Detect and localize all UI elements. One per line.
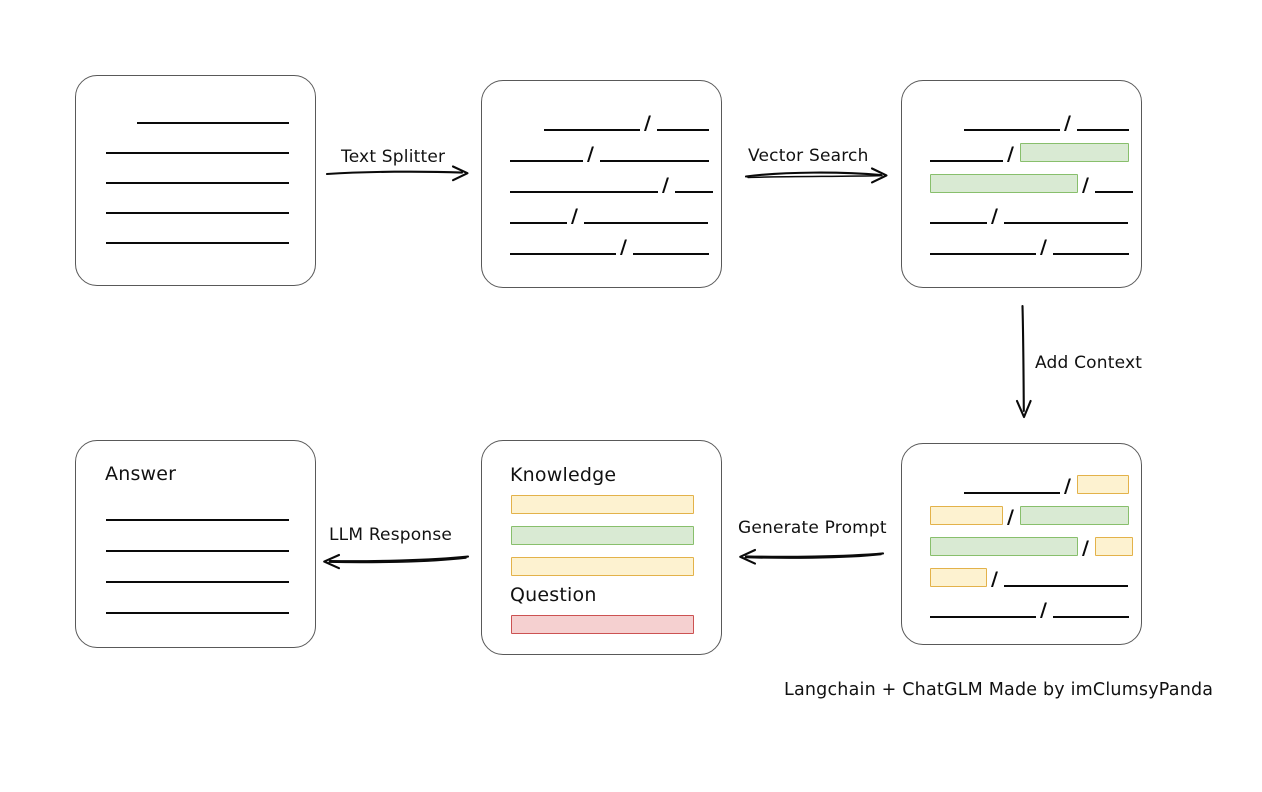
node-split-chunks[interactable]: / / / / / xyxy=(481,80,722,288)
document-line xyxy=(930,160,1003,162)
document-line xyxy=(106,242,289,244)
document-line xyxy=(633,253,709,255)
document-line xyxy=(675,191,713,193)
highlight-chip-green xyxy=(1020,143,1129,162)
document-line xyxy=(1053,253,1129,255)
node-answer[interactable] xyxy=(75,440,316,648)
document-line xyxy=(106,581,289,583)
document-line xyxy=(1004,222,1128,224)
highlight-chip-yellow xyxy=(1095,537,1133,556)
knowledge-chip-green xyxy=(511,526,694,545)
chunk-separator-slash: / xyxy=(571,205,578,228)
edge-label-add-context: Add Context xyxy=(1035,353,1143,373)
document-line xyxy=(137,122,289,124)
knowledge-chip-yellow xyxy=(511,495,694,514)
document-line xyxy=(510,253,616,255)
chunk-separator-slash: / xyxy=(662,174,669,197)
document-line xyxy=(510,160,583,162)
document-line xyxy=(657,129,709,131)
chunk-separator-slash: / xyxy=(991,568,998,591)
chunk-separator-slash: / xyxy=(1082,174,1089,197)
document-line xyxy=(1077,129,1129,131)
knowledge-chip-yellow xyxy=(511,557,694,576)
chunk-separator-slash: / xyxy=(1064,475,1071,498)
edge-label-text-splitter: Text Splitter xyxy=(341,147,446,167)
document-line xyxy=(106,212,289,214)
document-line xyxy=(930,253,1036,255)
node-vector-search-results[interactable]: / / / / / xyxy=(901,80,1142,288)
chunk-separator-slash: / xyxy=(1040,236,1047,259)
chunk-separator-slash: / xyxy=(644,112,651,135)
arrow-text-splitter xyxy=(325,165,469,182)
arrow-vector-search xyxy=(744,167,888,184)
answer-title: Answer xyxy=(105,463,177,485)
highlight-chip-green xyxy=(930,174,1078,193)
highlight-chip-yellow xyxy=(930,506,1003,525)
edge-label-generate-prompt: Generate Prompt xyxy=(738,518,887,538)
question-chip-red xyxy=(511,615,694,634)
highlight-chip-green xyxy=(930,537,1078,556)
highlight-chip-yellow xyxy=(1077,475,1129,494)
document-line xyxy=(964,492,1060,494)
document-line xyxy=(106,182,289,184)
document-line xyxy=(964,129,1060,131)
chunk-separator-slash: / xyxy=(991,205,998,228)
highlight-chip-green xyxy=(1020,506,1129,525)
document-line xyxy=(544,129,640,131)
chunk-separator-slash: / xyxy=(1064,112,1071,135)
document-line xyxy=(930,222,987,224)
arrow-llm-response xyxy=(323,553,470,570)
document-line xyxy=(510,191,658,193)
document-line xyxy=(106,519,289,521)
node-context-added-chunks[interactable]: / / / / / xyxy=(901,443,1142,645)
highlight-chip-yellow xyxy=(930,568,987,587)
document-line xyxy=(600,160,709,162)
edge-label-llm-response: LLM Response xyxy=(329,525,453,545)
question-label: Question xyxy=(510,584,597,606)
document-line xyxy=(106,612,289,614)
document-line xyxy=(106,152,289,154)
arrow-add-context xyxy=(1015,304,1032,419)
knowledge-label: Knowledge xyxy=(510,464,617,486)
document-line xyxy=(930,616,1036,618)
chunk-separator-slash: / xyxy=(1082,537,1089,560)
chunk-separator-slash: / xyxy=(1040,599,1047,622)
document-line xyxy=(1095,191,1133,193)
chunk-separator-slash: / xyxy=(1007,143,1014,166)
chunk-separator-slash: / xyxy=(1007,506,1014,529)
node-source-document[interactable] xyxy=(75,75,316,286)
document-line xyxy=(1053,616,1129,618)
chunk-separator-slash: / xyxy=(587,143,594,166)
document-line xyxy=(106,550,289,552)
document-line xyxy=(584,222,708,224)
document-line xyxy=(510,222,567,224)
node-generated-prompt[interactable] xyxy=(481,440,722,655)
edge-label-vector-search: Vector Search xyxy=(748,146,869,166)
arrow-generate-prompt xyxy=(739,548,885,565)
chunk-separator-slash: / xyxy=(620,236,627,259)
document-line xyxy=(1004,585,1128,587)
diagram-caption: Langchain + ChatGLM Made by imClumsyPand… xyxy=(784,680,1214,700)
